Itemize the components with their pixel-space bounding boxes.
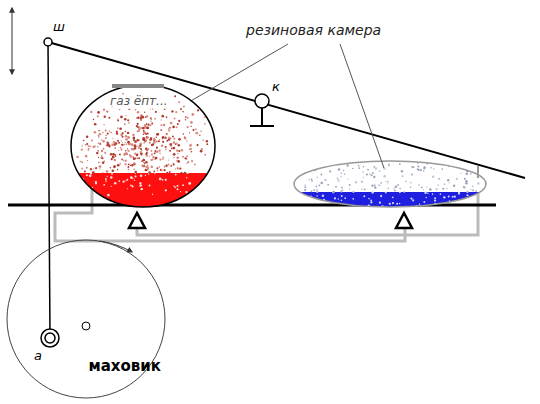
crank-pin <box>41 329 59 347</box>
flywheel: маховик <box>5 238 167 400</box>
fulcrum <box>396 213 412 228</box>
pivot-sh <box>44 38 52 46</box>
flywheel-label: маховик <box>88 358 161 375</box>
motion-arrow <box>12 8 13 74</box>
connecting-rod <box>48 42 50 338</box>
pivot-label: а <box>34 349 42 364</box>
rubber-chamber <box>290 161 490 212</box>
pivot-label: к <box>272 80 280 95</box>
callout-label: резиновая камера <box>246 22 381 38</box>
fulcrum <box>129 213 145 228</box>
axle <box>82 322 90 330</box>
leader-line <box>340 44 384 168</box>
gas-label: газ ёпт... <box>108 95 170 109</box>
flywheel-outline <box>5 238 167 400</box>
pivot-k <box>250 94 274 126</box>
crank-pin <box>45 333 55 343</box>
gas-balloon: газ ёпт... <box>70 83 216 211</box>
rod <box>477 166 479 178</box>
pivot-label: ш <box>53 20 65 35</box>
